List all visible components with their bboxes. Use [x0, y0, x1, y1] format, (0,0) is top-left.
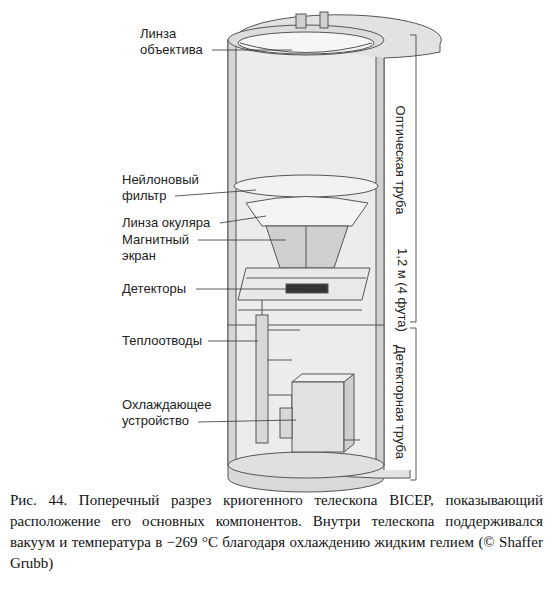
part-label: Теплоотводы	[122, 333, 232, 349]
part-label: Линза объектива	[140, 26, 220, 58]
figure-caption: Рис. 44. Поперечный разрез криогенного т…	[10, 490, 543, 574]
part-label: Линза окуляра	[122, 215, 242, 231]
part-label: Нейлоновый фильтр	[122, 172, 207, 204]
part-label: Охлаждающее устройство	[122, 397, 222, 429]
dimension-label: Оптическая труба	[392, 104, 408, 217]
part-label: Магнитный экран	[122, 232, 202, 264]
dimension-label: 1,2 м (4 фута)	[394, 246, 410, 334]
part-label: Детекторы	[122, 281, 232, 297]
dimension-label: Детекторная труба	[392, 343, 408, 461]
